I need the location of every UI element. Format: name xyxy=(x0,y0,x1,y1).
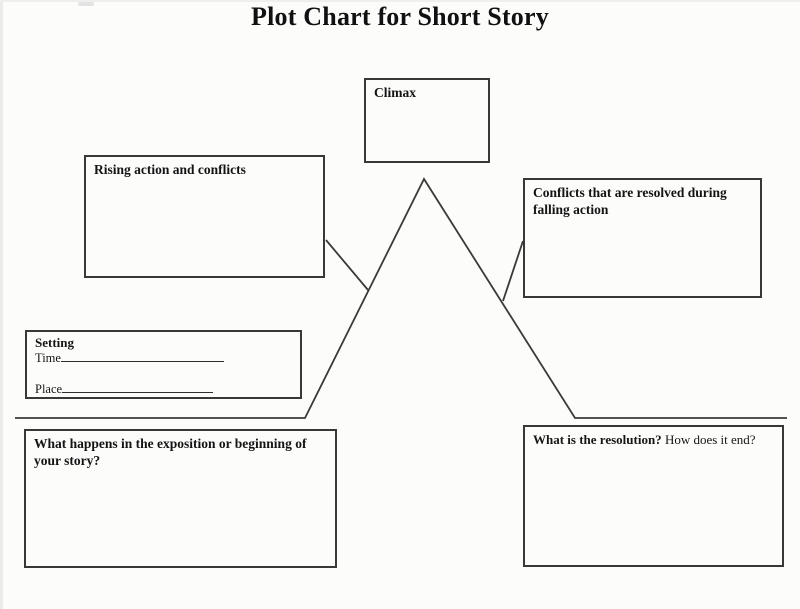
falling-action-connector-line xyxy=(502,240,524,302)
setting-place-line: Place xyxy=(35,381,292,397)
time-label: Time xyxy=(35,351,61,366)
rising-action-connector-line xyxy=(325,239,369,291)
place-blank-field xyxy=(62,381,214,394)
falling-action-label: Conflicts that are resolved during falli… xyxy=(533,185,727,217)
falling-action-box: Conflicts that are resolved during falli… xyxy=(523,178,762,298)
resolution-question-primary: What is the resolution? xyxy=(533,432,662,447)
resolution-box: What is the resolution? How does it end? xyxy=(523,425,784,567)
setting-heading: Setting xyxy=(35,335,74,350)
setting-spacer xyxy=(35,366,292,381)
rising-action-label: Rising action and conflicts xyxy=(94,162,246,177)
rising-action-box: Rising action and conflicts xyxy=(84,155,325,278)
setting-time-line: Time xyxy=(35,350,292,366)
resolution-question-secondary: How does it end? xyxy=(664,432,756,447)
exposition-label: What happens in the exposition or beginn… xyxy=(34,436,307,468)
climax-label: Climax xyxy=(374,85,416,100)
time-blank-field xyxy=(60,350,224,363)
exposition-box: What happens in the exposition or beginn… xyxy=(24,429,337,568)
place-label: Place xyxy=(35,382,63,397)
page-title: Plot Chart for Short Story xyxy=(251,2,549,31)
setting-box: Setting Time Place xyxy=(25,330,302,399)
scan-artifact xyxy=(78,2,94,6)
resolution-label: What is the resolution? How does it end? xyxy=(533,432,774,449)
scan-edge-top xyxy=(0,0,800,2)
climax-box: Climax xyxy=(364,78,490,163)
scan-edge-left xyxy=(0,0,3,609)
